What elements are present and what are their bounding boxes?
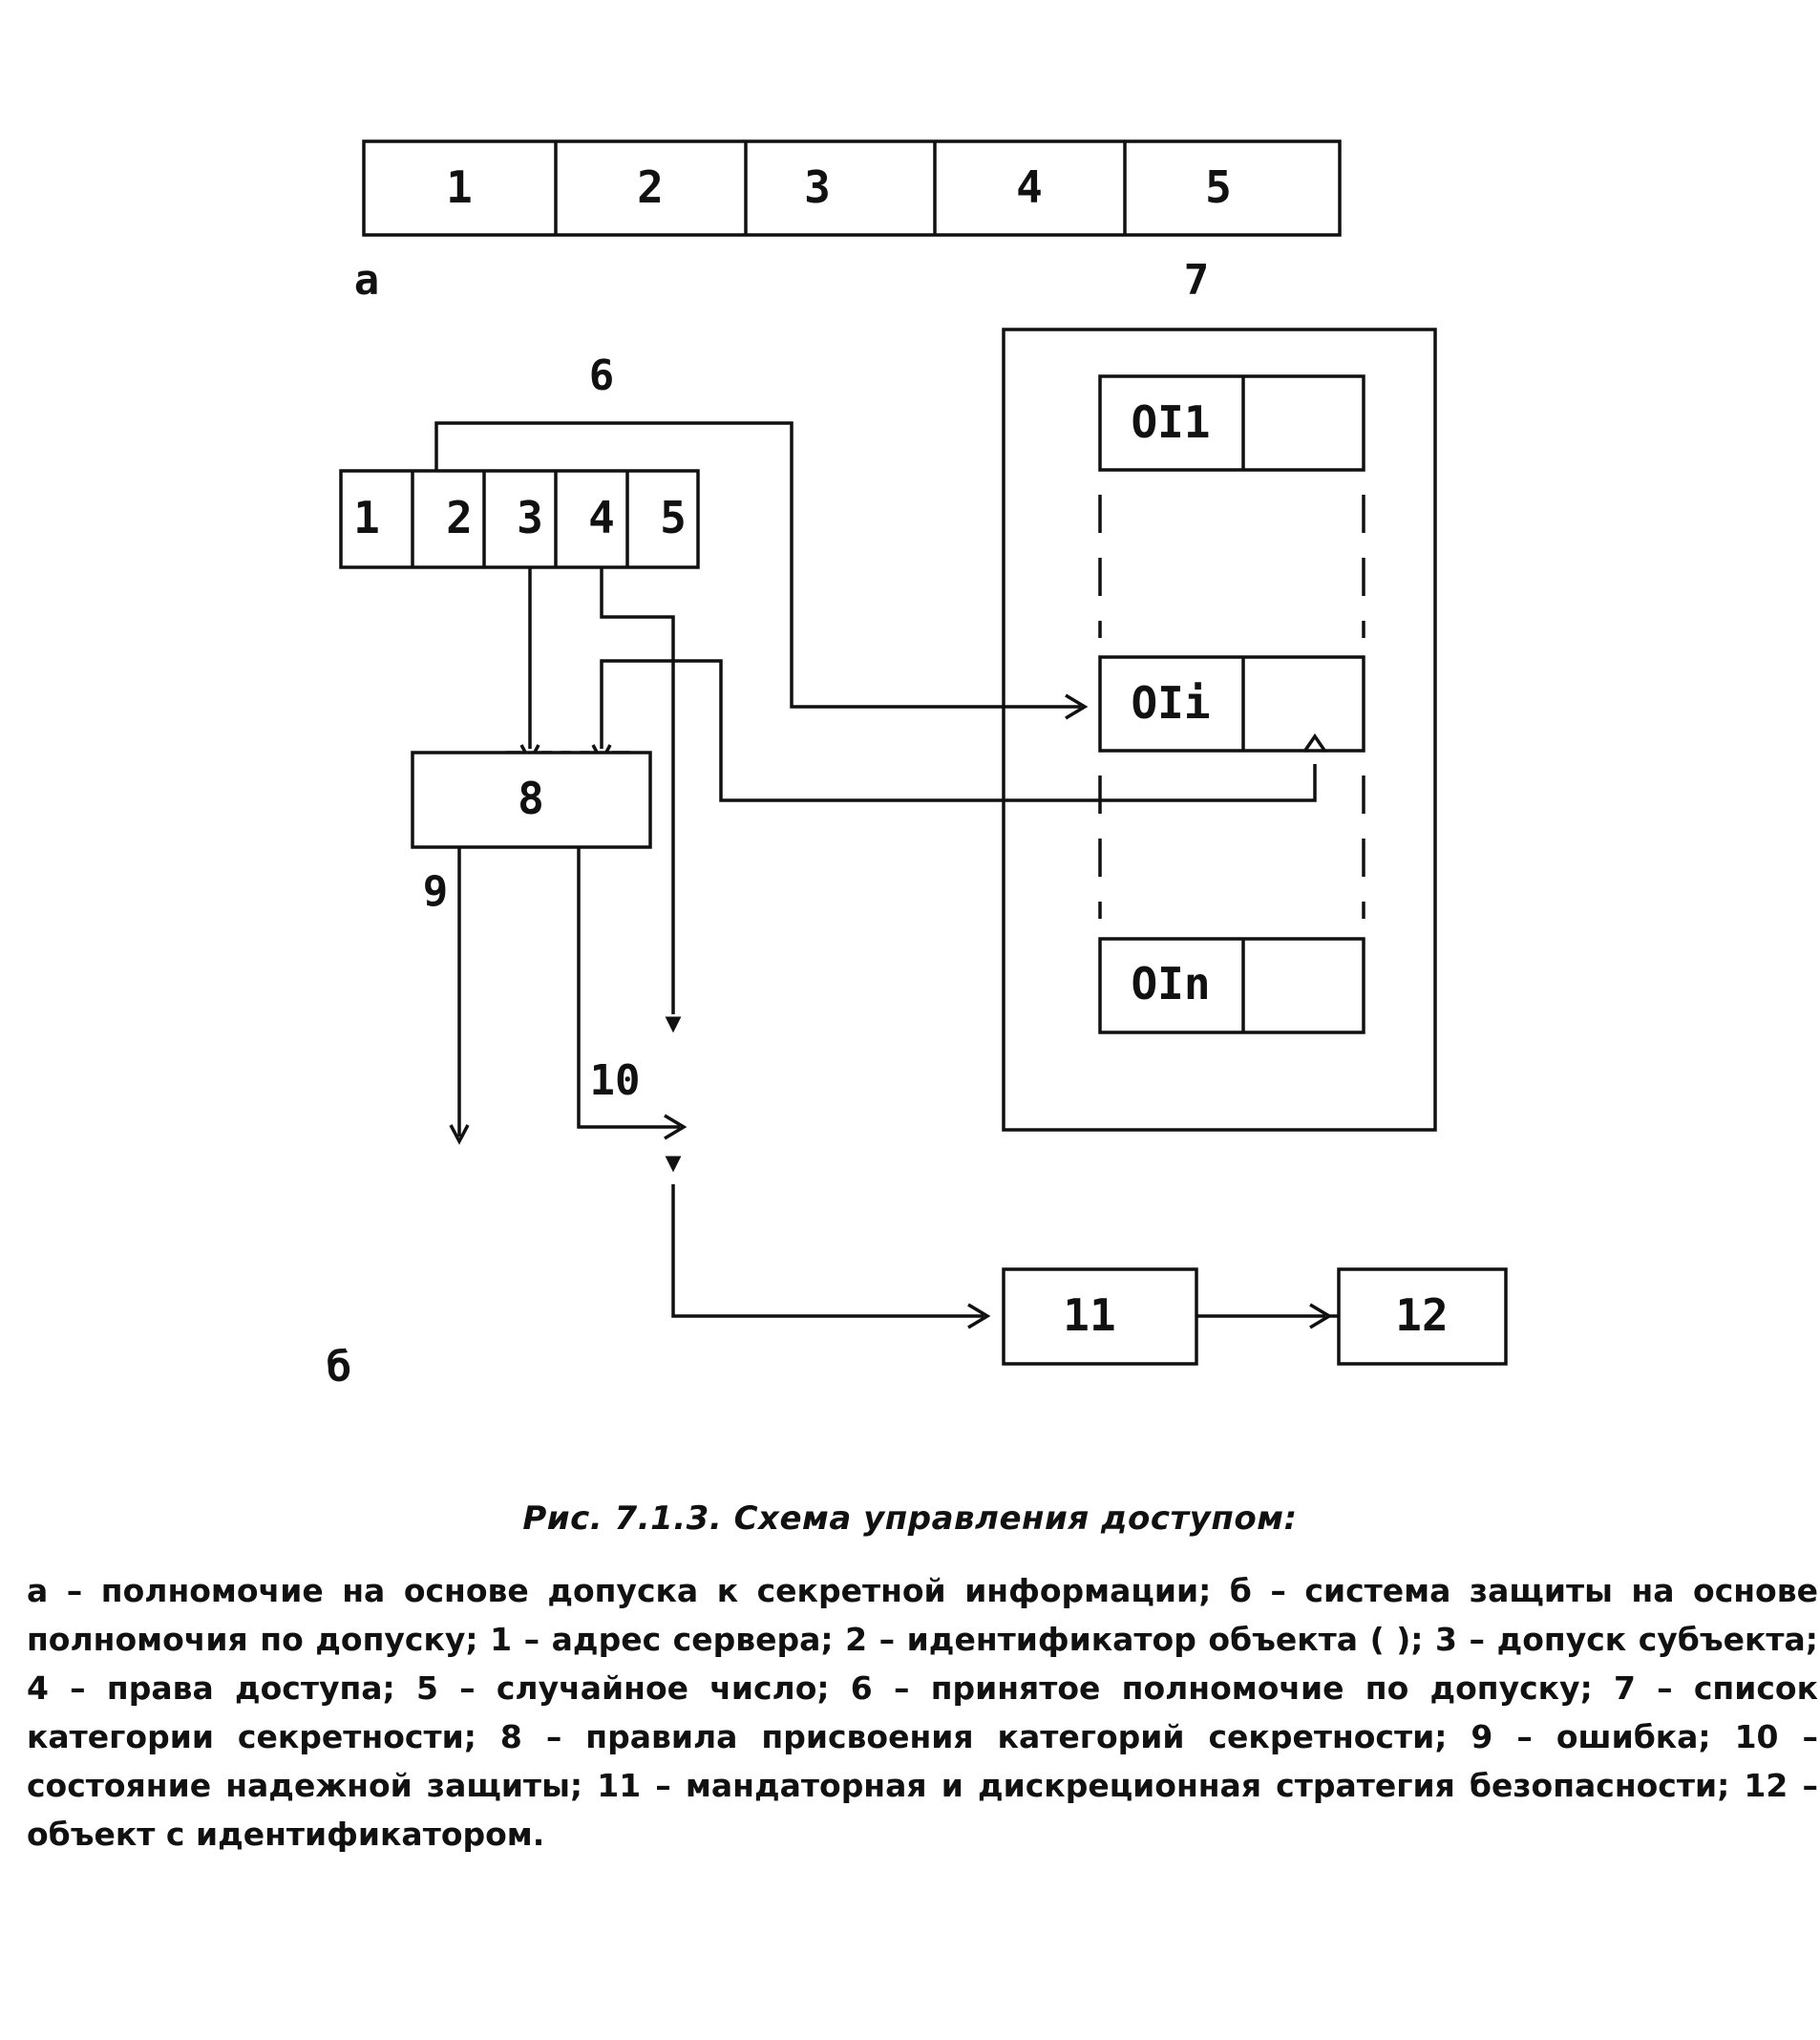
connector-credential-to-object: [434, 421, 1081, 709]
block-12-object: [1337, 1267, 1508, 1366]
arrowhead-up: [1302, 733, 1327, 753]
arrowhead-right: [664, 1114, 688, 1140]
connector-category-to-block8: [600, 659, 1317, 802]
part-b-label: б: [327, 1343, 352, 1392]
object-entry-oin: OIn: [1098, 937, 1365, 1034]
record-a-cell-3: 3: [804, 161, 831, 213]
block-11-label: 11: [1063, 1289, 1115, 1341]
object-label-oii: OIi: [1131, 677, 1210, 729]
label-7: 7: [1184, 256, 1210, 305]
record-a-cell-4: 4: [1016, 161, 1043, 213]
object-entry-oii: OIi: [1098, 655, 1365, 753]
record-b-cell-5: 5: [660, 492, 687, 543]
credential-record-b: 1 2 3 4 5: [339, 469, 700, 569]
record-b-cell-2: 2: [446, 492, 473, 543]
record-a-cell-2: 2: [637, 161, 664, 213]
arrowhead-right: [1065, 693, 1089, 720]
label-9: 9: [423, 867, 449, 916]
connector-cell4-to-junction: [600, 567, 675, 1014]
part-a-label: а: [354, 256, 380, 305]
record-b-cell-1: 1: [353, 492, 380, 543]
block-12-label: 12: [1395, 1289, 1448, 1341]
object-entry-frame: [1098, 374, 1365, 472]
block-11-strategy: [1002, 1267, 1198, 1366]
record-a-frame: [362, 139, 1342, 237]
label-10: 10: [590, 1056, 641, 1105]
figure-caption-title: Рис. 7.1.3. Схема управления доступом:: [522, 1499, 1298, 1538]
access-control-diagram: 1 2 3 4 5 а 7 OI1 OIi OIn 1 2 3 4: [327, 139, 1508, 1392]
record-b-frame: [339, 469, 700, 569]
object-entry-frame: [1098, 655, 1365, 753]
object-entry-frame: [1098, 937, 1365, 1034]
record-b-cell-4: 4: [588, 492, 615, 543]
object-label-oin: OIn: [1131, 958, 1210, 1009]
record-a-cell-5: 5: [1205, 161, 1232, 213]
record-b-cell-3: 3: [517, 492, 543, 543]
figure-caption-legend: а – полномочие на основе допуска к секре…: [27, 1572, 1818, 1853]
object-label-oi1: OI1: [1131, 396, 1210, 448]
arrowhead-down: [449, 1124, 470, 1145]
connector-junction-to-block11: [671, 1184, 984, 1318]
connector-secure-state: [577, 847, 680, 1129]
label-6: 6: [589, 351, 615, 400]
record-a-cell-1: 1: [446, 161, 473, 213]
block-8-rules: [411, 751, 652, 849]
credential-record-a: 1 2 3 4 5: [362, 139, 1342, 237]
arrowhead-right: [967, 1303, 991, 1329]
block-8-label: 8: [518, 773, 544, 824]
arrowhead-dot: [665, 1016, 682, 1033]
junction-mark: [665, 1156, 682, 1173]
object-entry-oi1: OI1: [1098, 374, 1365, 472]
